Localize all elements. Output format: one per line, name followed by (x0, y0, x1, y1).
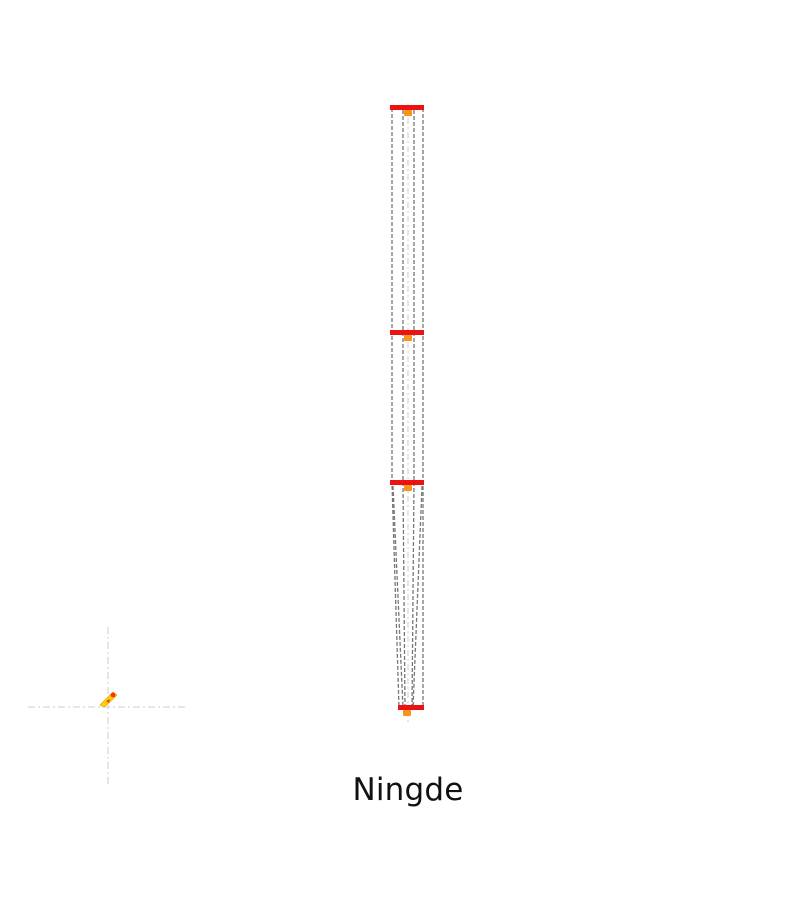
location-marker-icon (99, 691, 118, 708)
bar-level-3 (390, 480, 424, 485)
diagram-caption: Ningde (352, 772, 464, 808)
bar-level-1 (390, 105, 424, 110)
diag-right (412, 485, 423, 709)
level-bars (390, 105, 424, 710)
diag-left (392, 485, 404, 709)
inner-right-line (411, 110, 415, 709)
bar-level-2 (390, 330, 424, 335)
node-level-3 (404, 485, 412, 491)
level-nodes (403, 110, 412, 716)
inner-left-line (402, 110, 406, 709)
crosshair (28, 627, 188, 787)
outer-left-line (391, 108, 400, 709)
node-level-2 (404, 335, 412, 341)
node-level-1 (404, 110, 412, 116)
bar-level-4 (398, 705, 424, 710)
node-level-4 (403, 710, 411, 716)
structure-lines (391, 108, 424, 709)
